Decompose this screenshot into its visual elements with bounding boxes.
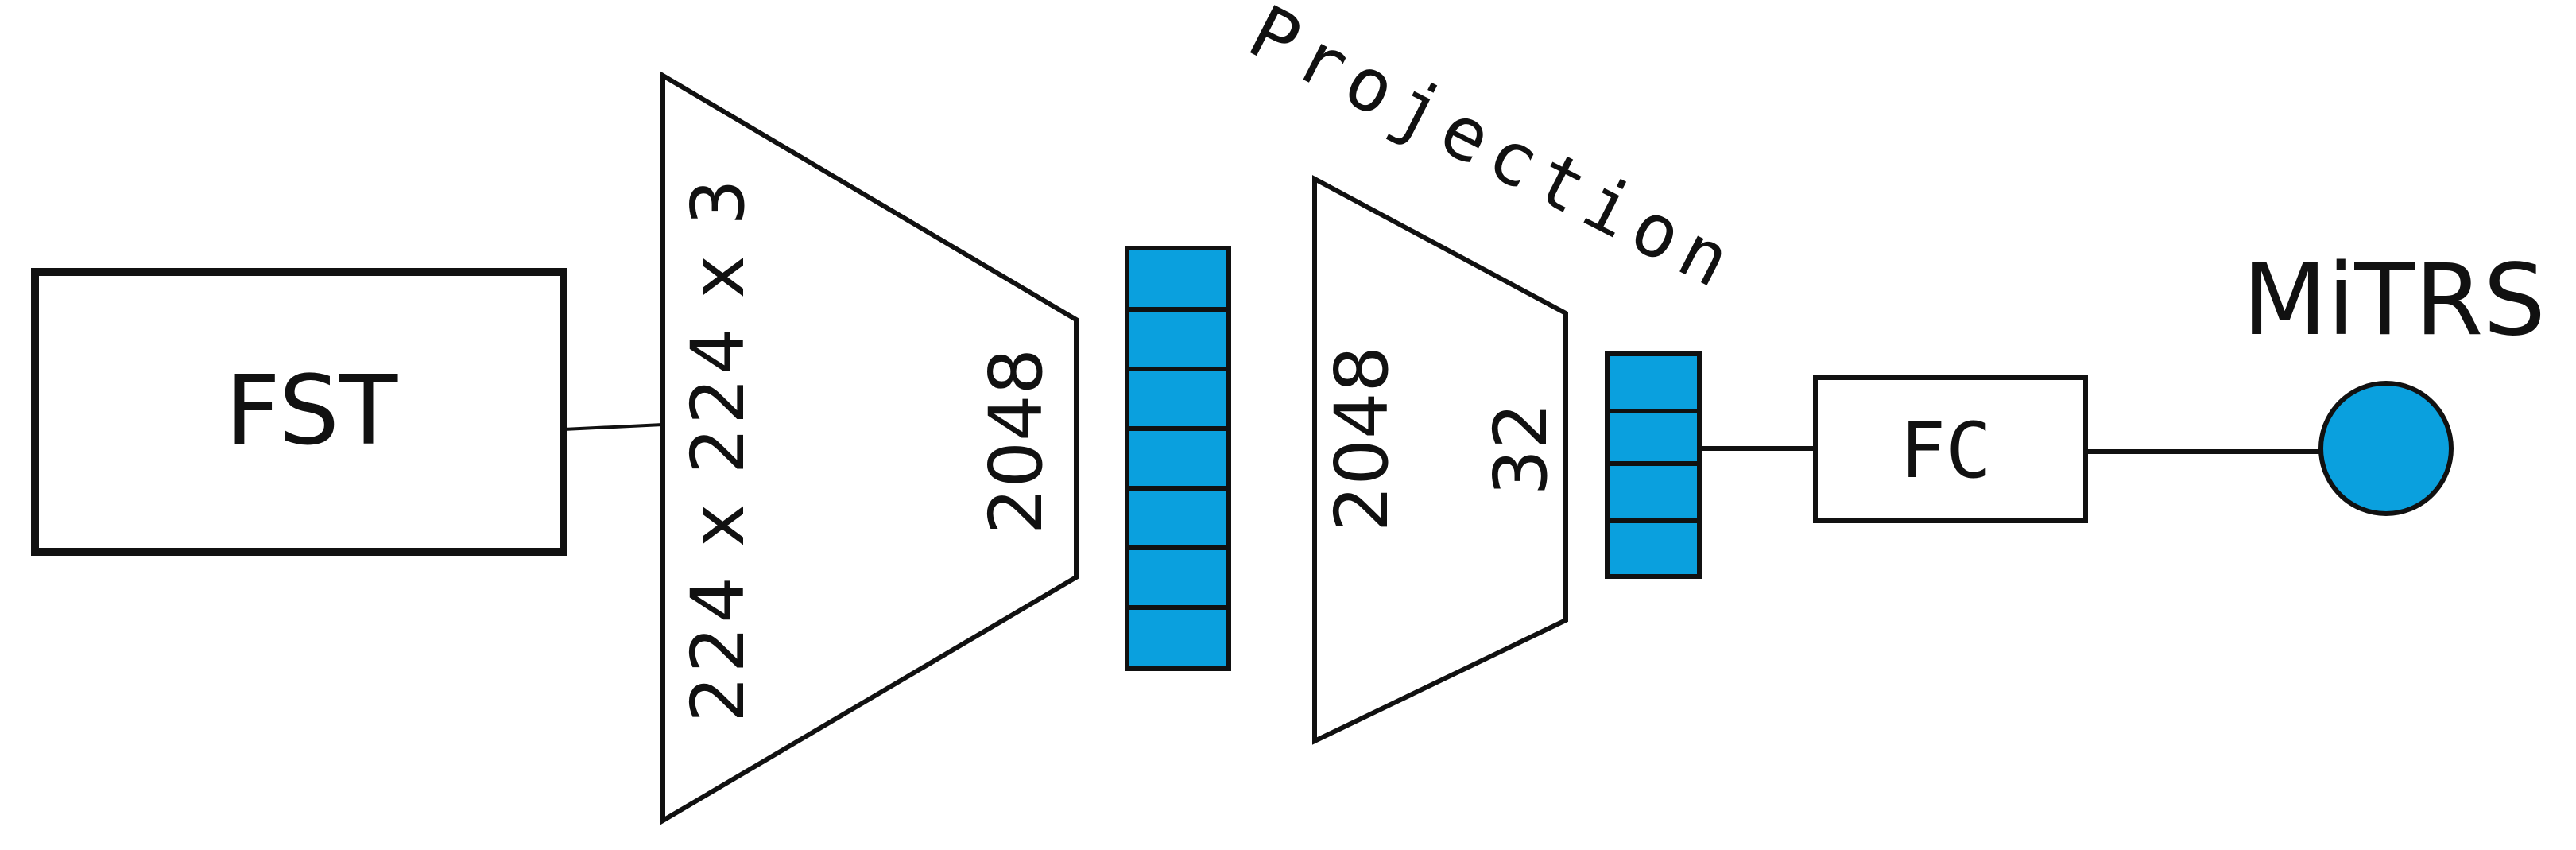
embedding-cell bbox=[1605, 409, 1702, 466]
backbone-input-dims: 224 x 224 x 3 bbox=[676, 176, 761, 723]
fst-to-backbone-connector bbox=[563, 423, 664, 431]
feature-cell bbox=[1125, 246, 1231, 312]
feature-cell bbox=[1125, 605, 1231, 671]
mitrs-output-node bbox=[2318, 381, 2454, 516]
fst-input-label: FST bbox=[226, 356, 398, 467]
projection-embedding-vector bbox=[1605, 351, 1702, 579]
fst-input-box bbox=[31, 268, 567, 556]
projection-head bbox=[1312, 174, 1568, 745]
projection-output-dims: 32 bbox=[1478, 402, 1563, 495]
feature-cell bbox=[1125, 367, 1231, 431]
mitrs-output-label: MiTRS bbox=[2242, 243, 2546, 358]
feature-cell bbox=[1125, 426, 1231, 491]
projection-input-dims: 2048 bbox=[1319, 346, 1404, 532]
backbone-encoder bbox=[660, 71, 1079, 825]
feature-cell bbox=[1125, 486, 1231, 550]
embedding-cell bbox=[1605, 351, 1702, 413]
feature-cell bbox=[1125, 545, 1231, 610]
backbone-output-dims: 2048 bbox=[974, 348, 1059, 534]
feature-cell bbox=[1125, 307, 1231, 371]
embedding-cell bbox=[1605, 461, 1702, 523]
backbone-feature-vector bbox=[1125, 246, 1231, 671]
embedding-cell bbox=[1605, 518, 1702, 579]
fc-layer-label: FC bbox=[1900, 406, 1992, 495]
